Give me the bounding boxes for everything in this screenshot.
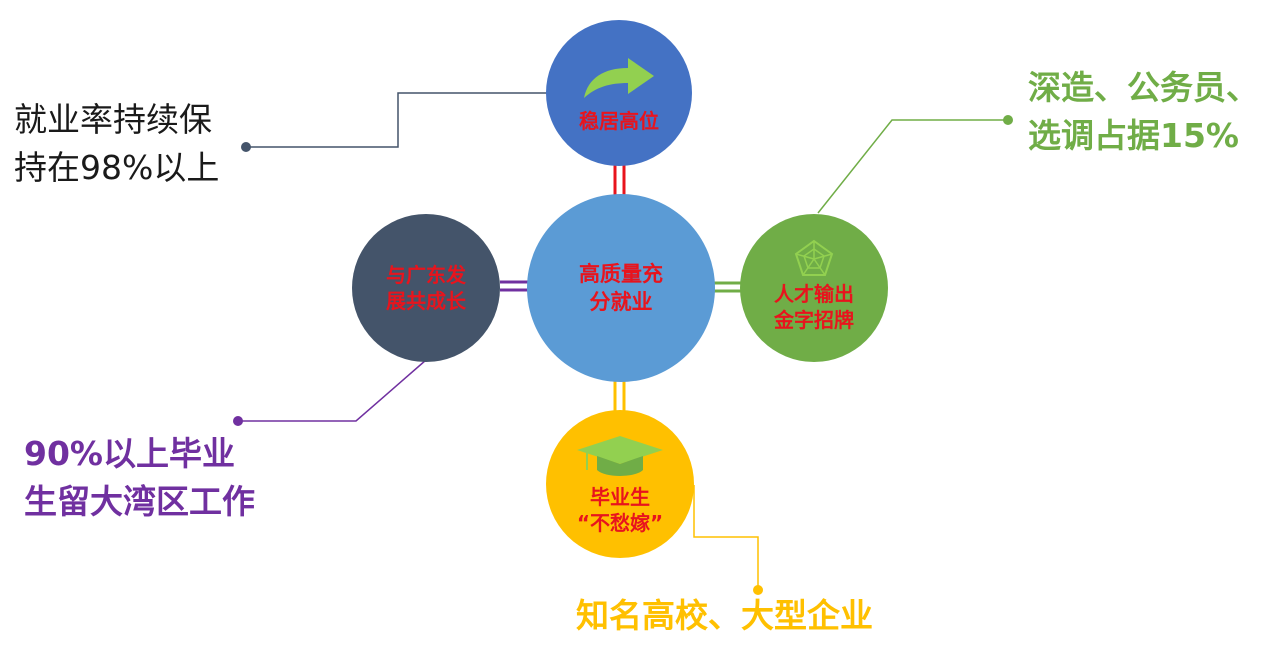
curved-arrow-icon: [584, 58, 654, 98]
callout-top-left: 就业率持续保 持在98%以上: [14, 100, 220, 187]
node-right: 人才输出 金字招牌: [740, 214, 888, 362]
connector-left: [500, 280, 530, 292]
leader-bottom: [693, 485, 763, 595]
callout-right: 深造、公务员、 选调占据15%: [1028, 68, 1259, 155]
callout-left: 90%以上毕业 生留大湾区工作: [24, 434, 255, 521]
node-left: 与广东发 展共成长: [352, 214, 500, 362]
connector-top: [613, 164, 626, 196]
callout-bottom: 知名高校、大型企业: [576, 596, 873, 635]
node-top: 稳居高位: [546, 20, 692, 166]
node-right-label: 人才输出 金字招牌: [774, 282, 854, 332]
node-center: 高质量充 分就业: [527, 194, 715, 382]
node-bottom-label: 毕业生 “不愁嫁”: [576, 485, 664, 535]
node-bottom: 毕业生 “不愁嫁”: [546, 410, 694, 558]
leader-right: [817, 115, 1013, 214]
star-web-icon: [794, 239, 834, 276]
leader-top-left: [241, 92, 550, 152]
connector-bottom: [613, 378, 626, 412]
leader-left: [233, 359, 427, 426]
node-left-label: 与广东发 展共成长: [386, 263, 466, 313]
graduation-cap-icon: [577, 436, 663, 476]
connector-right: [712, 281, 742, 293]
node-top-label: 稳居高位: [579, 109, 659, 133]
node-center-label: 高质量充 分就业: [579, 262, 663, 314]
